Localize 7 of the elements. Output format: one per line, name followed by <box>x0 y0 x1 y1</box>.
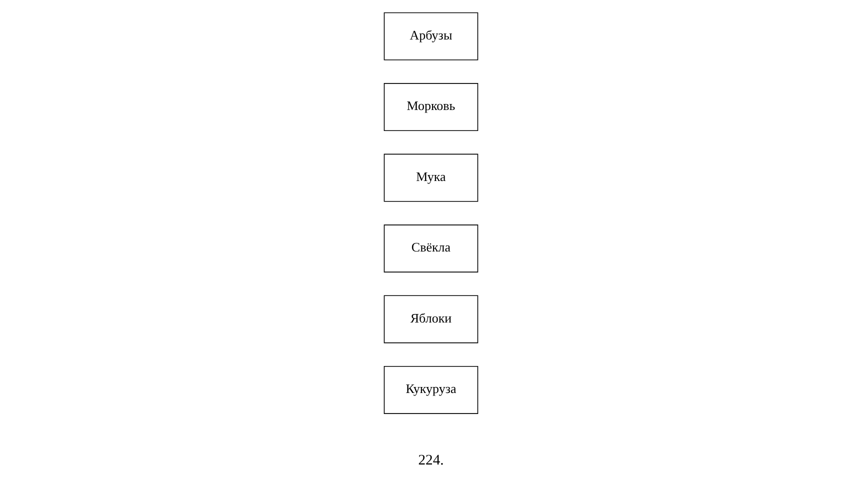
node-box: Мука <box>384 154 478 202</box>
node-box: Арбузы <box>384 12 478 60</box>
node-box: Яблоки <box>384 295 478 344</box>
label: 224. <box>418 452 444 468</box>
node-box: Свёкла <box>384 224 478 272</box>
node-box: Кукуруза <box>384 366 478 414</box>
node-box: Морковь <box>384 83 478 132</box>
